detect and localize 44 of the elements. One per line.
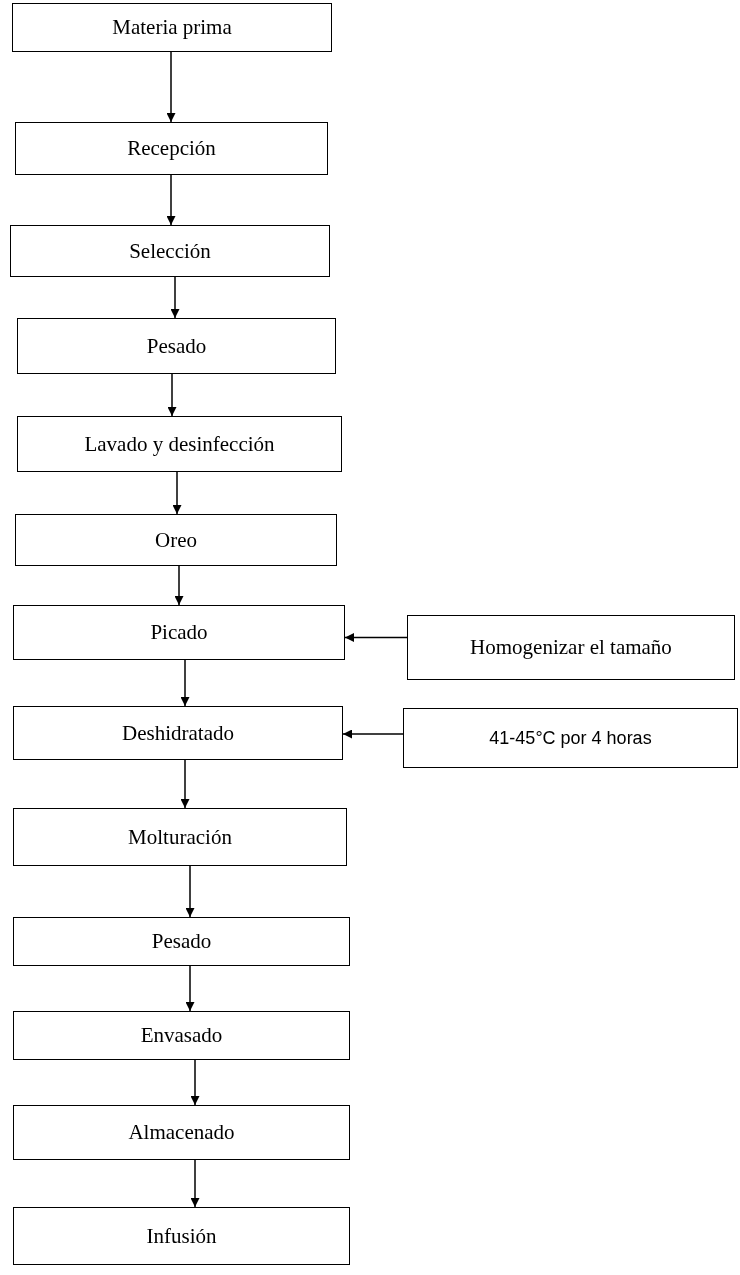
arrow xyxy=(167,373,177,417)
arrow xyxy=(185,965,195,1012)
arrow xyxy=(344,633,408,642)
process-box xyxy=(17,416,342,472)
arrow xyxy=(342,729,404,739)
box-label: Pesado xyxy=(151,929,212,954)
arrow xyxy=(190,1159,200,1208)
process-box xyxy=(13,917,350,966)
box-label: 41-45°C por 4 horas xyxy=(489,727,652,749)
box-label: Lavado y desinfección xyxy=(84,431,275,457)
box-label: Selección xyxy=(129,238,211,264)
box-label: Envasado xyxy=(140,1023,223,1048)
arrow xyxy=(180,759,190,809)
arrow xyxy=(174,565,184,606)
process-box xyxy=(13,605,345,660)
box-label: Almacenado xyxy=(128,1120,235,1145)
box-label: Infusión xyxy=(146,1223,217,1249)
box-label: Molturación xyxy=(128,824,232,850)
box-label: Picado xyxy=(150,620,208,645)
arrow xyxy=(185,865,195,918)
box-label: Oreo xyxy=(155,527,197,553)
process-box xyxy=(13,808,347,866)
box-label: Pesado xyxy=(146,333,207,359)
box-label: Homogenizar el tamaño xyxy=(470,635,672,660)
arrow xyxy=(172,471,182,515)
arrow xyxy=(180,659,190,707)
process-box xyxy=(13,1207,350,1265)
process-box xyxy=(13,1011,350,1060)
process-box xyxy=(15,122,328,175)
arrow xyxy=(166,174,176,226)
arrow xyxy=(190,1059,200,1106)
arrow xyxy=(170,276,180,319)
arrow xyxy=(166,51,176,123)
process-box xyxy=(15,514,337,566)
process-box xyxy=(403,708,738,768)
process-box xyxy=(17,318,336,374)
process-box xyxy=(13,706,343,760)
process-box xyxy=(10,225,330,277)
process-box xyxy=(12,3,332,52)
process-box xyxy=(407,615,735,680)
box-label: Recepción xyxy=(127,136,216,161)
box-label: Materia prima xyxy=(112,15,232,40)
process-box xyxy=(13,1105,350,1160)
box-label: Deshidratado xyxy=(122,720,234,746)
